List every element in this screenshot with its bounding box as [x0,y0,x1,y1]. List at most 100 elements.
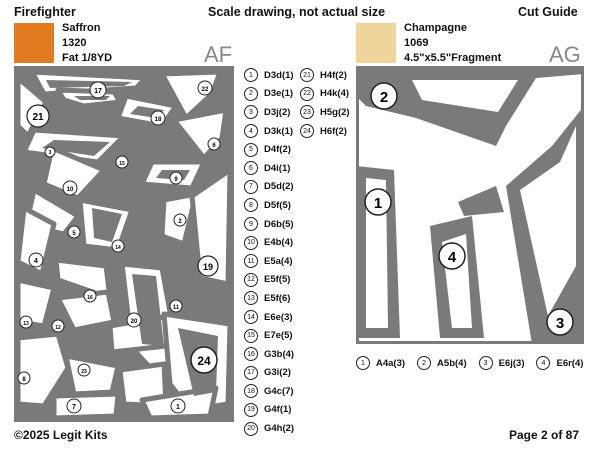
ag-legend-item: 2 A5b(4) [417,356,467,370]
svg-text:4: 4 [448,249,457,266]
af-legend-item: 5 D4f(2) [244,140,294,159]
af-legend-piece-id: G3b(4) [264,348,295,360]
af-legend-item: 2 D3e(1) [244,85,294,104]
copyright: ©2025 Legit Kits [14,428,108,442]
af-legend-piece-id: D5d(2) [264,181,294,193]
ag-legend-number: 3 [478,356,493,370]
svg-text:19: 19 [203,262,213,272]
ag-legend-number: 2 [417,356,432,370]
af-label-13: 13 [19,315,33,329]
svg-text:16: 16 [87,295,93,301]
svg-text:12: 12 [55,325,61,331]
af-legend-number: 2 [244,86,258,101]
af-label-11: 11 [169,299,183,313]
af-label-12: 12 [51,319,65,333]
svg-text:10: 10 [67,187,74,193]
af-legend-number: 3 [244,105,258,120]
ag-legend-number: 1 [356,356,370,370]
ag-label-3: 3 [546,308,574,336]
fabric-af-name: Saffron [62,22,101,34]
af-legend-number: 1 [244,68,258,83]
af-legend-number: 24 [300,124,314,139]
page-type: Cut Guide [518,5,578,19]
af-legend-item: 6 D4i(1) [244,159,294,178]
af-legend-number: 19 [244,402,258,417]
af-legend-piece-id: H5g(2) [320,106,350,118]
af-legend-number: 15 [244,328,258,343]
kit-name: Firefighter [14,5,76,19]
af-label-14: 14 [111,239,125,253]
af-legend-number: 6 [244,161,258,176]
ag-label-1: 1 [364,188,392,216]
ag-legend-item: 4 E6r(4) [536,356,583,370]
af-cut-panel: 17 22 21 18 3 6 15 9 10 2 5 14 4 19 16 1… [14,66,234,422]
fabric-ag-name: Champagne [404,22,467,34]
ag-legend-piece-id: E6j(3) [498,357,525,369]
af-legend-piece-id: G4c(7) [264,385,294,397]
af-legend-piece-id: D4f(2) [264,144,291,156]
af-legend-number: 13 [244,291,258,306]
af-label-18: 18 [150,110,166,126]
scale-note: Scale drawing, not actual size [208,5,386,19]
af-legend-piece-id: E5f(5) [264,274,291,286]
af-label-15: 15 [115,155,129,169]
af-legend-piece-id: D4i(1) [264,162,291,174]
af-legend-piece-id: E4b(4) [264,237,294,249]
af-legend-number: 11 [244,254,258,269]
fabric-ag-cut: 4.5"x5.5"Fragment [404,52,502,64]
af-label-2: 2 [173,213,187,227]
af-legend-item: 23 H5g(2) [300,103,350,122]
svg-text:13: 13 [23,321,29,327]
af-label-24: 24 [190,346,218,374]
af-legend-piece-id: D5f(5) [264,199,291,211]
af-legend-item: 12 E5f(5) [244,271,294,290]
fabric-af-code: AF [204,42,233,67]
af-legend-piece-id: D3e(1) [264,88,294,100]
af-legend-piece-id: H4f(2) [320,69,347,81]
svg-text:20: 20 [131,319,138,325]
af-label-4: 4 [28,252,44,268]
ag-legend-item: 3 E6j(3) [478,356,525,370]
ag-legend-piece-id: A5b(4) [437,357,467,369]
af-legend-number: 5 [244,142,258,157]
af-legend-number: 9 [244,217,258,232]
svg-text:4: 4 [34,258,38,265]
svg-text:3: 3 [556,315,564,332]
svg-text:22: 22 [202,87,209,93]
af-legend-number: 12 [244,272,258,287]
af-legend-number: 23 [300,105,314,120]
ag-legend-number: 4 [536,356,551,370]
af-legend-item: 18 G4c(7) [244,382,294,401]
af-label-21: 21 [26,104,50,128]
af-label-22: 22 [197,80,213,96]
af-legend-piece-id: G4h(2) [264,423,295,435]
svg-text:15: 15 [119,161,125,167]
af-label-19: 19 [197,255,219,277]
af-legend-piece-id: H4k(4) [320,88,350,100]
ag-legend-piece-id: E6r(4) [556,357,584,369]
af-legend-number: 18 [244,384,258,399]
af-label-8: 8 [17,371,31,385]
af-legend-piece-id: D3j(2) [264,106,291,118]
fabric-af-info: Saffron 1320 Fat 1/8YD [62,21,112,66]
svg-text:17: 17 [94,88,102,95]
af-legend-piece-id: G3i(2) [264,367,291,379]
af-legend-piece-id: E6e(3) [264,311,293,323]
svg-text:18: 18 [155,117,162,123]
af-label-3: 3 [44,146,56,158]
fabric-af-swatch [14,23,54,63]
